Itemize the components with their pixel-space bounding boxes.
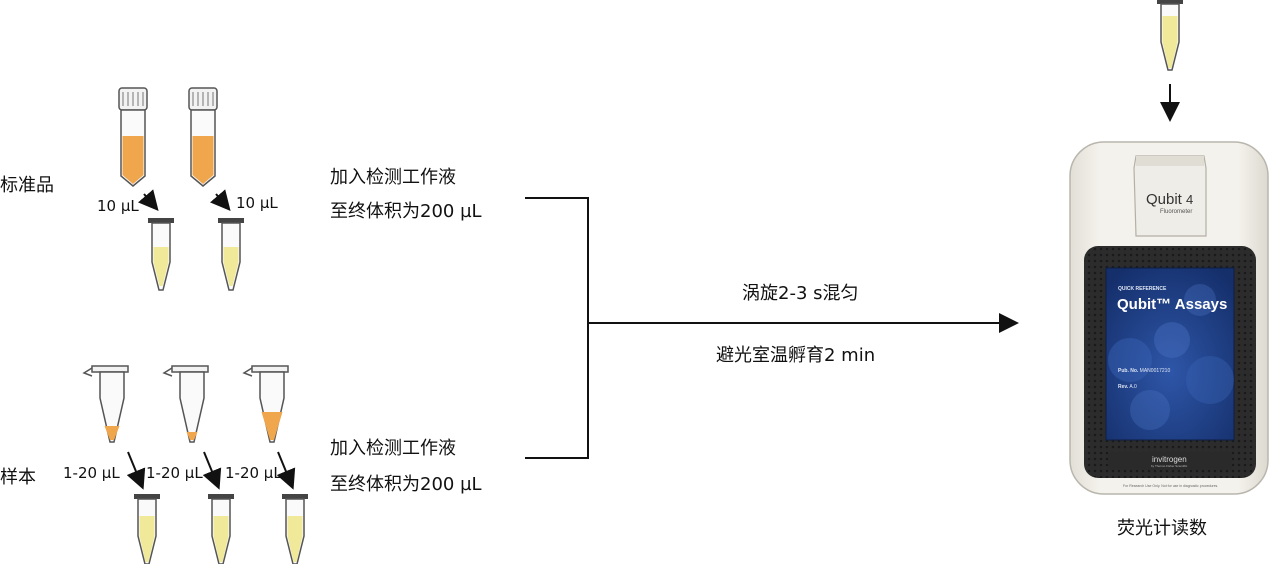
sample-tube-3 [242, 365, 289, 443]
reagent-instruction-top-1: 加入检测工作液 [330, 167, 456, 188]
reagent-instruction-top-2: 至终体积为200 µL [330, 201, 482, 222]
tube-into-device [1157, 0, 1183, 71]
device-footer: For Research Use Only. Not for use in di… [1123, 484, 1219, 488]
volume-sample-3: 1-20 µL [225, 464, 282, 482]
device-model: 4 [1186, 192, 1194, 207]
samples-label: 样本 [0, 467, 36, 488]
qubit-fluorometer [1069, 141, 1269, 495]
arrow-sample-3 [276, 451, 296, 490]
assay-tube-sample-1 [134, 494, 160, 564]
sample-tube-2 [162, 365, 209, 443]
sample-tube-1 [82, 365, 129, 443]
arrow-sample-1 [126, 451, 146, 490]
card-pub: Pub. No. MAN0017210 [1118, 368, 1171, 374]
arrow-std-1 [137, 189, 159, 212]
arrow-sample-2 [202, 451, 222, 490]
read-step: 荧光计读数 [1117, 518, 1207, 539]
standard-vial-1 [118, 87, 148, 187]
card-rev: Rev. A.0 [1118, 384, 1137, 390]
card-title: Qubit™ Assays [1117, 296, 1228, 313]
volume-std-2: 10 µL [236, 194, 278, 212]
assay-tube-std-1 [148, 218, 174, 291]
bracket [525, 197, 589, 459]
maker-sub: by Thermo Fisher Scientific [1151, 464, 1188, 468]
device-subtitle: Fluorometer [1160, 209, 1193, 215]
volume-std-1: 10 µL [97, 197, 139, 215]
assay-tube-sample-3 [282, 494, 308, 564]
reagent-instruction-bottom-2: 至终体积为200 µL [330, 474, 482, 495]
card-header: QUICK REFERENCE [1118, 286, 1167, 292]
arrow-std-2 [209, 189, 231, 212]
maker-logo: invitrogen [1152, 455, 1187, 464]
assay-tube-std-2 [218, 218, 244, 291]
device-brand: Qubit 4 [1146, 191, 1194, 208]
volume-sample-2: 1-20 µL [146, 464, 203, 482]
standard-vial-2 [188, 87, 218, 187]
assay-tube-sample-2 [208, 494, 234, 564]
vortex-step: 涡旋2-3 s混匀 [742, 283, 859, 304]
volume-sample-1: 1-20 µL [63, 464, 120, 482]
reagent-instruction-bottom-1: 加入检测工作液 [330, 438, 456, 459]
incubate-step: 避光室温孵育2 min [716, 345, 876, 366]
standards-label: 标准品 [0, 175, 54, 196]
